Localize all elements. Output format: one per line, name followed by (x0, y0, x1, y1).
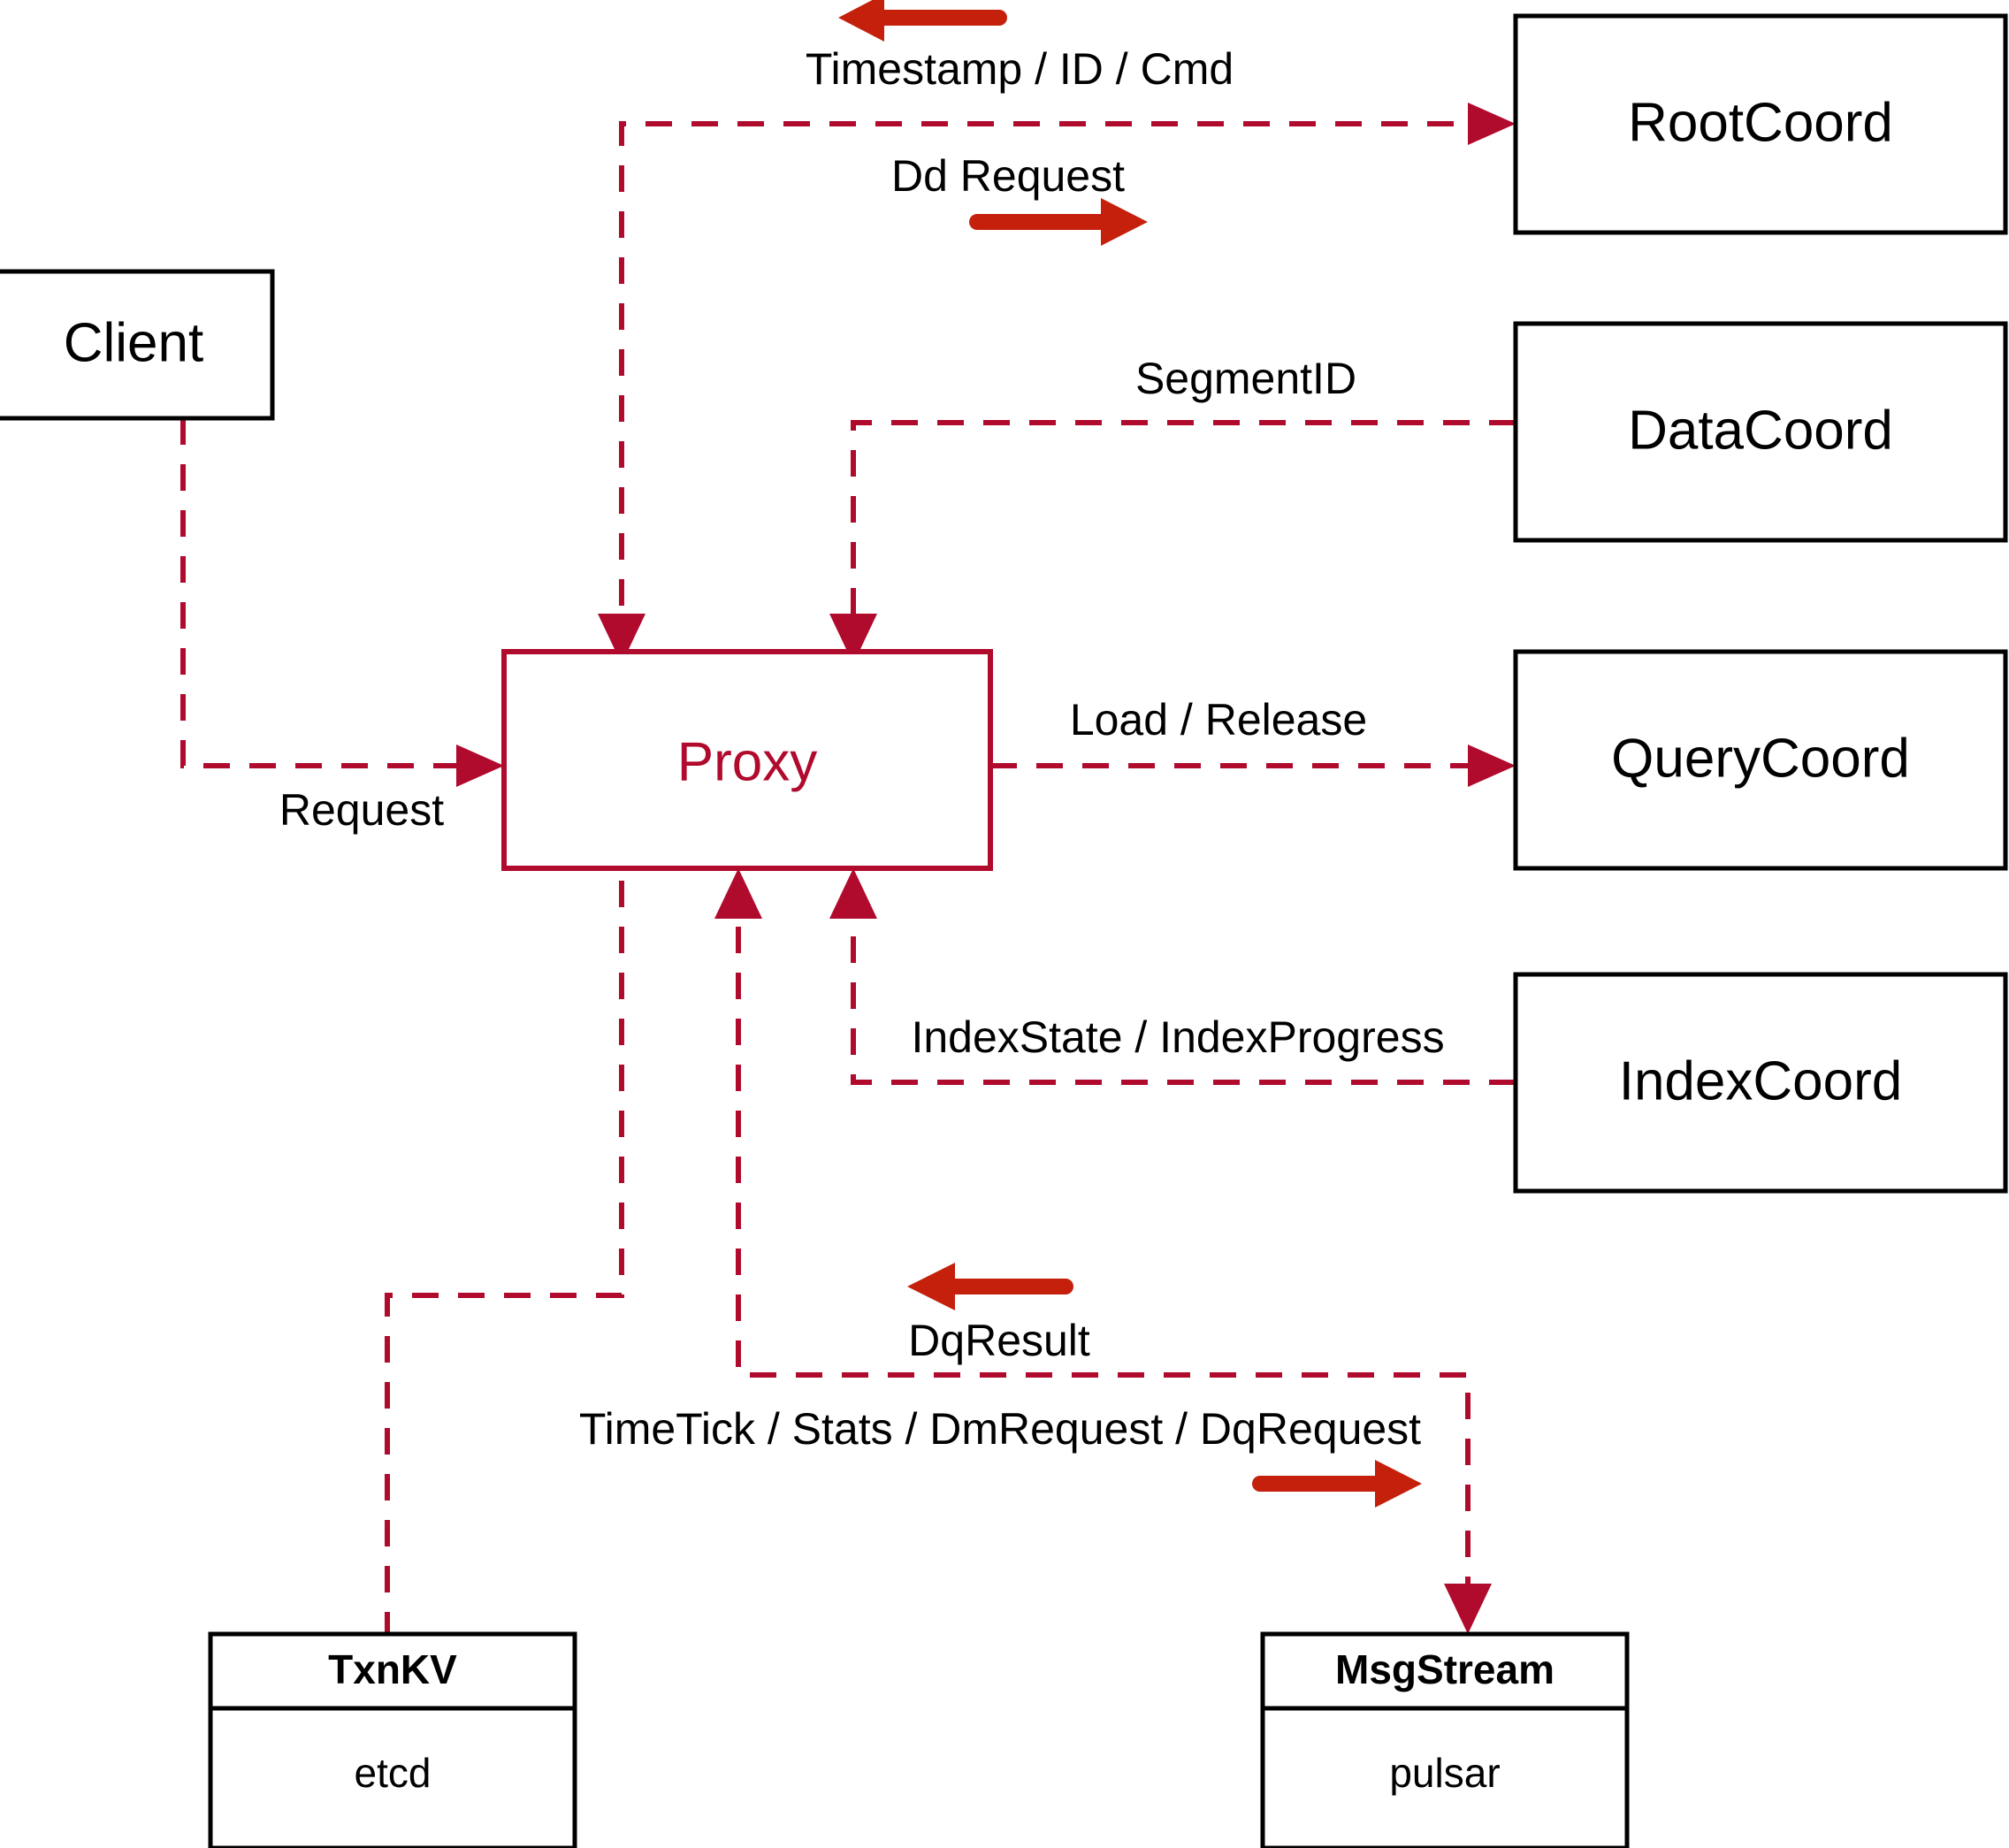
edge-index-state-line (851, 881, 1516, 1085)
node-index-coord-label: IndexCoord (1619, 1050, 1903, 1111)
edge-dd-request-arrowhead (1468, 103, 1516, 145)
node-root-coord[interactable]: RootCoord (1513, 13, 2008, 235)
edge-label-request: Request (279, 785, 444, 835)
bold-arrow-dq-request-head (1375, 1460, 1422, 1508)
node-msgstream-title: MsgStream (1335, 1646, 1554, 1692)
edge-dd-request-line (619, 121, 1503, 652)
edge-msgstream-line (736, 881, 1470, 1622)
edge-segment-id-line (851, 420, 1516, 652)
node-index-coord[interactable]: IndexCoord (1513, 972, 2008, 1194)
edge-label-timetick-stats: TimeTick / Stats / DmRequest / DqRequest (579, 1404, 1421, 1454)
edge-txnkv-line (385, 881, 624, 1634)
node-client-box (0, 269, 275, 421)
node-msgstream[interactable]: MsgStream pulsar (1260, 1631, 1630, 1848)
edge-timestamp-arrowhead (598, 614, 645, 664)
edge-label-index-state-progress: IndexState / IndexProgress (911, 1012, 1444, 1062)
node-data-coord-box (1513, 321, 2008, 543)
node-txnkv-impl: etcd (355, 1750, 432, 1796)
node-root-coord-box (1513, 13, 2008, 235)
node-proxy-label: Proxy (677, 731, 817, 792)
edge-label-dd-request: Dd Request (891, 151, 1125, 201)
node-query-coord-box (1513, 649, 2008, 871)
node-msgstream-box (1260, 1631, 1630, 1848)
edge-segment-id-arrowhead (829, 614, 877, 664)
edge-label-dq-result: DqResult (908, 1316, 1090, 1365)
edge-request-line (180, 418, 492, 768)
edge-dq-request-arrowhead (1444, 1584, 1492, 1634)
edge-label-timestamp-id-cmd: Timestamp / ID / Cmd (806, 44, 1234, 94)
edge-dq-result-arrowhead (714, 868, 762, 919)
edge-index-state-arrowhead (829, 868, 877, 919)
node-data-coord-label: DataCoord (1628, 400, 1893, 461)
node-client[interactable]: Client (0, 269, 275, 421)
node-data-coord[interactable]: DataCoord (1513, 321, 2008, 543)
edge-label-load-release: Load / Release (1070, 695, 1367, 745)
node-txnkv-box (208, 1631, 577, 1848)
edge-label-segment-id: SegmentID (1135, 354, 1356, 403)
node-index-coord-box (1513, 972, 2008, 1194)
edge-load-release-arrowhead (1468, 745, 1516, 787)
node-client-label: Client (64, 312, 204, 373)
node-query-coord[interactable]: QueryCoord (1513, 649, 2008, 871)
node-proxy-box (501, 649, 993, 871)
node-txnkv[interactable]: TxnKV etcd (208, 1631, 577, 1848)
node-root-coord-label: RootCoord (1628, 92, 1893, 153)
bold-arrow-dd-request-head (1101, 198, 1148, 246)
node-txnkv-title: TxnKV (328, 1646, 457, 1692)
node-query-coord-label: QueryCoord (1611, 728, 1910, 789)
node-proxy[interactable]: Proxy (501, 649, 993, 871)
edge-request-arrowhead (456, 745, 504, 787)
bold-arrow-dq-result-head (907, 1263, 955, 1310)
bold-arrow-timestamp-head (838, 0, 884, 42)
node-msgstream-impl: pulsar (1389, 1750, 1500, 1796)
